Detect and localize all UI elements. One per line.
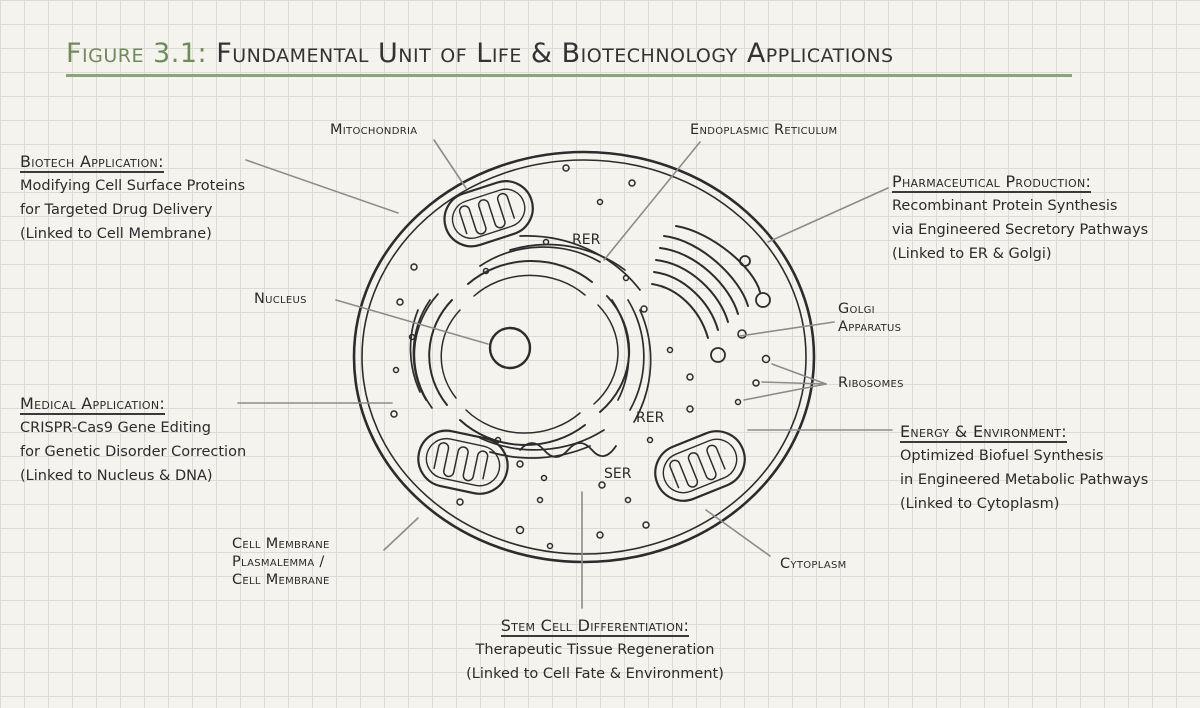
leader-membrane bbox=[383, 517, 419, 551]
leader-nucleus bbox=[335, 299, 489, 345]
nucleolus bbox=[488, 326, 532, 370]
pharma-line: Recombinant Protein Synthesis bbox=[892, 198, 1118, 214]
label-membrane-line2: Plasmalemma / bbox=[232, 554, 325, 570]
stem-line: Therapeutic Tissue Regeneration bbox=[475, 642, 715, 658]
energy-environment: Energy & Environment: Optimized Biofuel … bbox=[900, 420, 1148, 516]
medical-heading: Medical Application: bbox=[20, 394, 166, 415]
biotech-application: Biotech Application: Modifying Cell Surf… bbox=[20, 150, 245, 246]
pharma-line: via Engineered Secretory Pathways bbox=[892, 222, 1149, 238]
label-ser: SER bbox=[604, 466, 632, 482]
pharmaceutical-production: Pharmaceutical Production: Recombinant P… bbox=[892, 170, 1148, 266]
mitochondrion-bottom-right bbox=[654, 430, 746, 502]
title-underline bbox=[66, 74, 1072, 77]
golgi-vesicle bbox=[739, 255, 751, 267]
label-ribosomes: Ribosomes bbox=[838, 375, 904, 391]
label-mitochondria: Mitochondria bbox=[330, 122, 418, 138]
medical-application: Medical Application: CRISPR-Cas9 Gene Ed… bbox=[20, 392, 246, 488]
stem-line: (Linked to Cell Fate & Environment) bbox=[466, 666, 724, 682]
leader-mitochondria bbox=[433, 139, 467, 189]
pharma-line: (Linked to ER & Golgi) bbox=[892, 246, 1052, 262]
label-rer-bottom: RER bbox=[636, 410, 665, 426]
ribosome-dots bbox=[390, 164, 771, 550]
golgi-vesicle bbox=[755, 292, 771, 308]
label-cell-membrane: Cell Membrane Plasmalemma / Cell Membran… bbox=[232, 535, 330, 589]
rough-er bbox=[409, 235, 652, 459]
label-membrane-line3: Cell Membrane bbox=[232, 572, 330, 588]
label-golgi: Golgi Apparatus bbox=[838, 300, 901, 336]
medical-line: (Linked to Nucleus & DNA) bbox=[20, 468, 213, 484]
leader-lines bbox=[237, 139, 893, 609]
label-endoplasmic-reticulum: Endoplasmic Reticulum bbox=[690, 122, 838, 138]
golgi-stack bbox=[651, 225, 761, 339]
leader-biotech bbox=[245, 159, 399, 214]
leader-cytoplasm bbox=[705, 509, 771, 557]
energy-line: (Linked to Cytoplasm) bbox=[900, 496, 1060, 512]
biotech-line: Modifying Cell Surface Proteins bbox=[20, 178, 246, 194]
golgi-vesicle bbox=[710, 347, 726, 363]
stem-heading: Stem Cell Differentiation: bbox=[500, 616, 690, 637]
figure-number: Figure 3.1: bbox=[66, 38, 208, 69]
cell-membrane-inner bbox=[361, 159, 807, 555]
leader-golgi bbox=[739, 321, 835, 337]
figure-title-text: Fundamental Unit of Life & Biotechnology… bbox=[216, 38, 894, 69]
biotech-heading: Biotech Application: bbox=[20, 152, 164, 173]
label-rer-top: RER bbox=[572, 232, 601, 248]
leader-ribosome-2 bbox=[761, 381, 827, 385]
energy-line: in Engineered Metabolic Pathways bbox=[900, 472, 1149, 488]
medical-line: CRISPR-Cas9 Gene Editing bbox=[20, 420, 211, 436]
energy-heading: Energy & Environment: bbox=[900, 422, 1067, 443]
label-cytoplasm: Cytoplasm bbox=[780, 556, 847, 572]
pharma-heading: Pharmaceutical Production: bbox=[892, 172, 1092, 193]
figure-title: Figure 3.1: Fundamental Unit of Life & B… bbox=[66, 38, 894, 69]
smooth-er bbox=[519, 442, 617, 458]
leader-er bbox=[603, 141, 701, 261]
stem-cell-differentiation: Stem Cell Differentiation: Therapeutic T… bbox=[440, 614, 750, 686]
medical-line: for Genetic Disorder Correction bbox=[20, 444, 247, 460]
label-golgi-line1: Golgi bbox=[838, 301, 875, 317]
biotech-line: for Targeted Drug Delivery bbox=[20, 202, 213, 218]
label-membrane-line1: Cell Membrane bbox=[232, 536, 330, 552]
golgi-vesicle bbox=[737, 329, 747, 339]
biotech-line: (Linked to Cell Membrane) bbox=[20, 226, 212, 242]
leader-ribosome-3 bbox=[743, 383, 827, 401]
leader-ribosome-1 bbox=[771, 363, 827, 385]
label-nucleus: Nucleus bbox=[254, 291, 307, 307]
leader-pharma bbox=[767, 187, 889, 243]
cell-membrane-outer bbox=[352, 150, 816, 564]
nucleus-envelope bbox=[428, 260, 631, 446]
mitochondrion-top bbox=[443, 180, 534, 248]
label-golgi-line2: Apparatus bbox=[838, 319, 902, 335]
mitochondrion-bottom-left bbox=[417, 429, 509, 495]
energy-line: Optimized Biofuel Synthesis bbox=[900, 448, 1104, 464]
